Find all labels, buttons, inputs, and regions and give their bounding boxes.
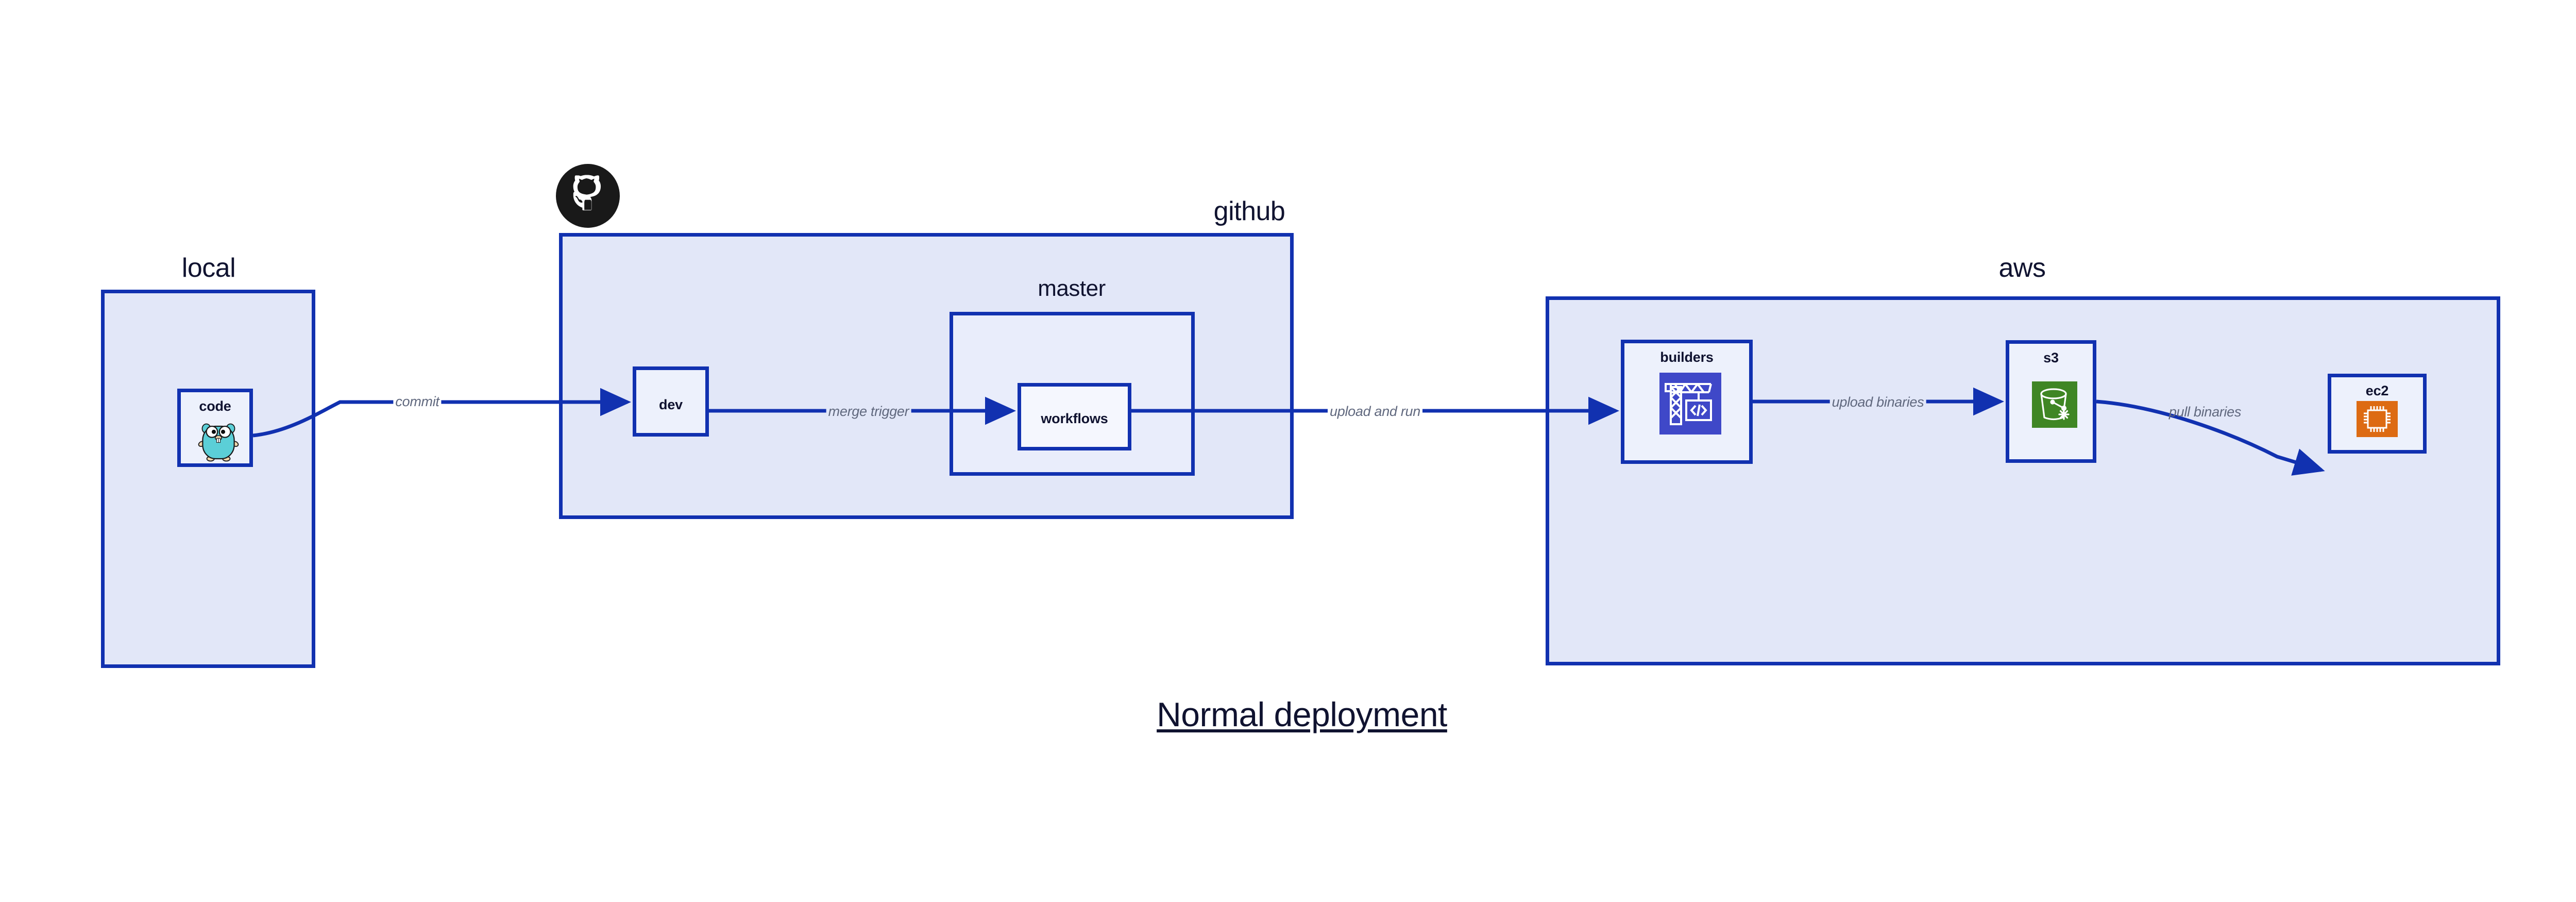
zone-local xyxy=(101,290,315,668)
diagram-title: Normal deployment xyxy=(1157,695,1447,733)
edge-label-commit: commit xyxy=(393,394,442,410)
node-label-s3: s3 xyxy=(2043,350,2059,365)
node-label-workflows: workflows xyxy=(1041,411,1108,426)
node-label-builders: builders xyxy=(1660,349,1714,365)
node-code[interactable]: code xyxy=(177,389,253,467)
edge-label-pull-binaries: pull binaries xyxy=(2168,404,2242,420)
zone-label-master: master xyxy=(1038,276,1106,301)
s3-bucket-icon xyxy=(2032,381,2077,428)
node-workflows[interactable]: workflows xyxy=(1018,383,1131,450)
node-s3[interactable]: s3 xyxy=(2006,340,2096,463)
node-ec2[interactable]: ec2 xyxy=(2328,374,2427,454)
node-dev[interactable]: dev xyxy=(633,366,709,437)
crane-code-icon xyxy=(1659,373,1721,435)
zone-label-aws: aws xyxy=(1998,253,2046,283)
cpu-chip-icon xyxy=(2357,401,2398,437)
zone-label-github: github xyxy=(1213,196,1285,226)
edge-label-upload-and-run: upload and run xyxy=(1328,404,1422,420)
edge-label-merge-trigger: merge trigger xyxy=(826,404,911,420)
github-mark-icon xyxy=(556,164,620,228)
node-builders[interactable]: builders xyxy=(1621,340,1753,464)
node-label-ec2: ec2 xyxy=(2365,383,2389,398)
edge-label-upload-binaries: upload binaries xyxy=(1829,394,1926,410)
zone-label-local: local xyxy=(181,253,236,283)
node-label-code: code xyxy=(199,398,231,414)
go-gopher-icon xyxy=(198,423,239,462)
node-label-dev: dev xyxy=(659,397,683,412)
